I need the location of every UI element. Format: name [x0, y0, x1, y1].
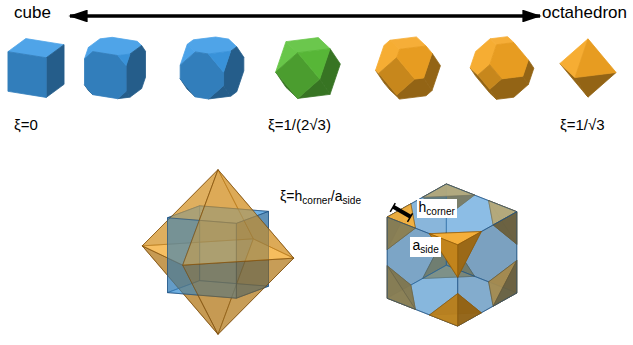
height-tick — [408, 213, 413, 222]
subscript: corner — [302, 195, 331, 206]
subscript: side — [420, 244, 439, 255]
polyhedron — [560, 39, 616, 97]
parameter-value: ξ=1/√3 — [560, 116, 605, 133]
symbol: a — [412, 237, 420, 253]
polyhedron-face — [458, 294, 482, 326]
height-bar — [390, 203, 412, 222]
subscript: corner — [426, 206, 455, 217]
definition-formula: ξ=hcorner/aside — [278, 188, 363, 208]
polyhedron — [85, 37, 146, 98]
polyhedron-face — [46, 45, 64, 98]
symbol: ξ=h — [280, 188, 302, 204]
polyhedron-face — [126, 45, 145, 97]
parameter-value: ξ=1/(2√3) — [268, 116, 331, 133]
height-bar-line — [393, 207, 410, 217]
polyhedron-series — [8, 37, 616, 100]
shape-name: cube — [14, 3, 51, 23]
cube-octahedron-overlay — [142, 170, 294, 335]
polyhedron-face — [478, 65, 502, 90]
symbol: h — [419, 199, 427, 215]
polyhedron — [180, 37, 244, 99]
truncated-cube — [387, 184, 517, 326]
polyhedron-face — [575, 39, 616, 78]
polyhedron-face — [183, 170, 294, 265]
polyhedron-face — [429, 294, 457, 326]
height-tick — [390, 203, 395, 212]
double-arrow — [70, 14, 540, 18]
subscript: side — [343, 195, 362, 206]
polyhedron-face — [298, 49, 330, 79]
polyhedron-face — [8, 52, 46, 98]
polyhedron-face — [183, 258, 294, 334]
polyhedron — [376, 37, 441, 99]
height-label: hcorner — [417, 199, 457, 219]
polyhedron — [470, 37, 534, 100]
side-label: aside — [410, 237, 440, 257]
polyhedron-face — [118, 54, 130, 65]
polyhedron-face — [458, 232, 482, 278]
polyhedron-face — [458, 212, 517, 326]
parameter-value: ξ=0 — [14, 116, 38, 133]
polyhedron — [276, 38, 341, 99]
symbol: /a — [331, 188, 343, 204]
polyhedron-face — [397, 46, 432, 79]
polyhedron — [8, 39, 64, 98]
polyhedron-face — [208, 51, 230, 72]
shape-name: octahedron — [542, 3, 627, 23]
